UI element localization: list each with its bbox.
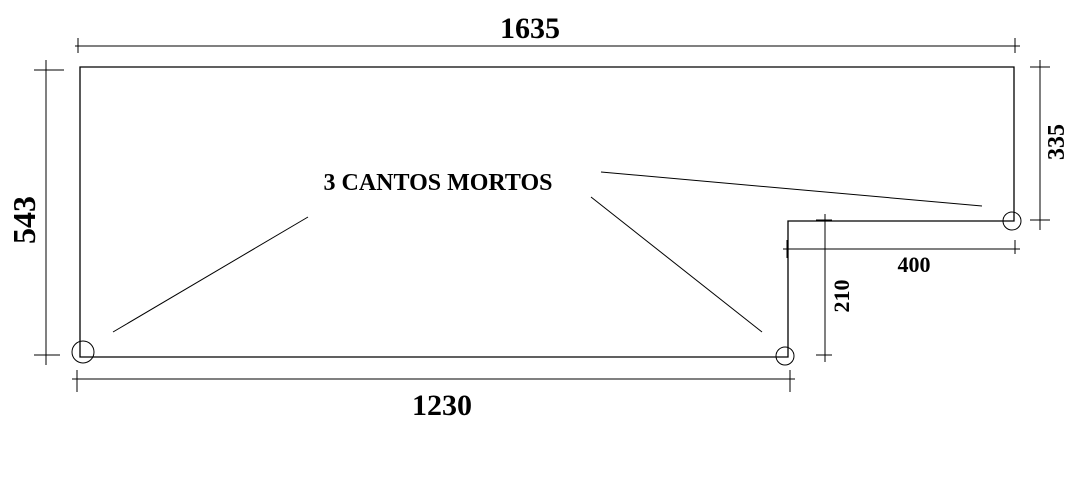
dimension-left: 543 — [6, 60, 64, 365]
dead-corner-circle-left — [71, 340, 95, 364]
dimension-right-label: 335 — [1044, 124, 1070, 160]
dimension-top-label: 1635 — [500, 12, 560, 45]
dead-corner-circle-right — [1002, 211, 1022, 231]
dead-corner-circle-middle — [775, 346, 795, 366]
dimension-step-width-label: 400 — [898, 252, 931, 277]
dimension-step-width: 400 — [783, 240, 1020, 277]
annotation-label: 3 CANTOS MORTOS — [324, 170, 553, 196]
leader-line-left — [112, 216, 309, 333]
dimension-step-height: 210 — [816, 214, 854, 362]
countertop-outline — [79, 66, 1015, 358]
dimension-left-label: 543 — [6, 196, 42, 244]
dimension-bottom-label: 1230 — [412, 389, 472, 422]
leader-line-right — [600, 171, 983, 207]
dimension-step-height-label: 210 — [829, 280, 854, 313]
dimension-top: 1635 — [75, 12, 1020, 53]
dimension-bottom: 1230 — [72, 370, 795, 422]
dimension-right: 335 — [1030, 60, 1070, 230]
leader-line-middle — [590, 196, 763, 333]
